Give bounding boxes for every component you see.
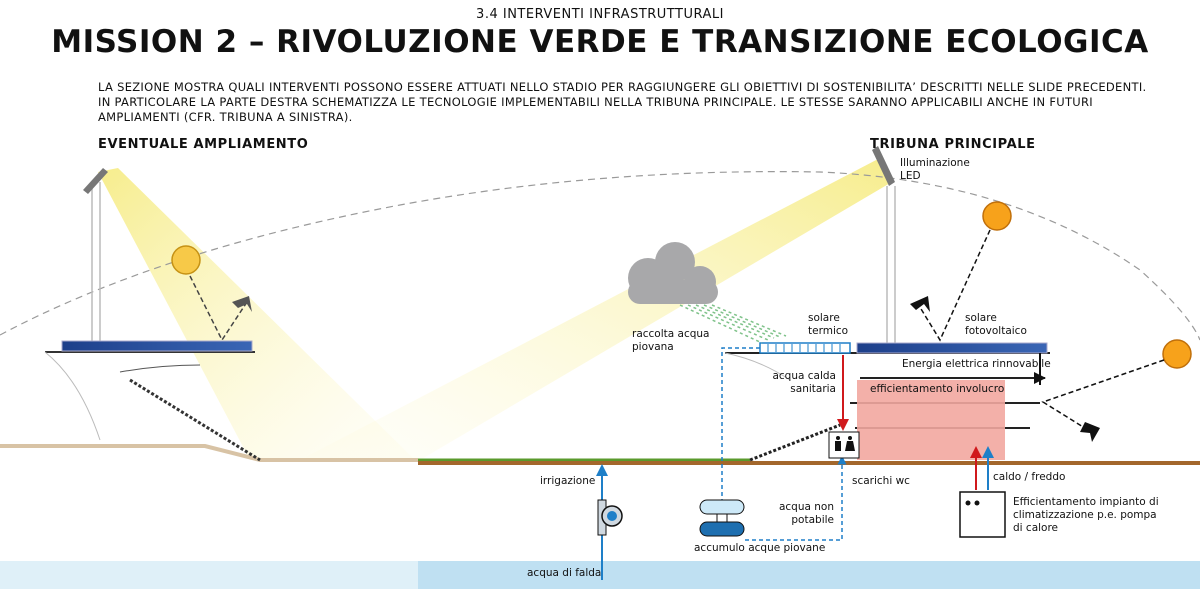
left-stand xyxy=(44,182,261,462)
heat-pump-icon xyxy=(959,491,1006,538)
right-light-fixture xyxy=(872,146,895,186)
page-title: MISSION 2 – RIVOLUZIONE VERDE E TRANSIZI… xyxy=(51,24,1149,60)
ground-left xyxy=(0,444,418,462)
label-solar-thermal: solare termico xyxy=(808,312,849,337)
reflected-arrow-right xyxy=(1080,422,1100,442)
label-non-potable-water: acqua non potabile xyxy=(778,501,834,526)
label-rain-storage: accumulo acque piovane xyxy=(694,542,826,554)
left-stand-panels xyxy=(61,340,253,352)
label-irrigation: irrigazione xyxy=(540,475,596,487)
wc-icon xyxy=(828,431,860,459)
label-groundwater: acqua di falda xyxy=(527,567,602,579)
left-light-fixture xyxy=(83,168,108,194)
aquifer-band xyxy=(0,561,418,589)
light-beam-left xyxy=(98,168,415,460)
sun-path-arc xyxy=(0,171,1200,341)
non-potable-pipe xyxy=(745,455,847,541)
rain-lines xyxy=(679,304,787,344)
sun-icon-right xyxy=(1162,339,1192,369)
solar-thermal-stripes xyxy=(767,344,841,352)
section-label-extension: EVENTUALE AMPLIAMENTO xyxy=(98,137,309,152)
sun-ray-top-right xyxy=(917,229,991,342)
section-label-main-stand: TRIBUNA PRINCIPALE xyxy=(870,137,1036,152)
aquifer-band-right xyxy=(418,561,1200,589)
reflected-arrow-left xyxy=(232,296,252,312)
label-led-lighting: Illuminazione LED xyxy=(900,157,970,182)
sun-icon-top-right xyxy=(982,201,1012,231)
label-renewable-energy: Energia elettrica rinnovabile xyxy=(902,358,1051,370)
label-hot-water: acqua calda sanitaria xyxy=(772,370,836,395)
rain-storage-tank-icon xyxy=(699,499,745,537)
solar-pv-panel xyxy=(856,342,1048,354)
sun-ray-right xyxy=(1041,359,1165,431)
label-rainwater-collection: raccolta acqua piovana xyxy=(632,328,710,353)
light-beam-right xyxy=(300,158,892,460)
label-envelope-efficiency: efficientamento involucro xyxy=(870,383,1005,395)
label-wc-drains: scarichi wc xyxy=(852,475,910,487)
sun-icon-left xyxy=(171,245,201,275)
label-hot-cold: caldo / freddo xyxy=(993,471,1066,483)
section-subtitle: 3.4 INTERVENTI INFRASTRUTTURALI xyxy=(476,7,724,22)
solar-thermal-panel xyxy=(759,342,851,354)
intro-paragraph: LA SEZIONE MOSTRA QUALI INTERVENTI POSSO… xyxy=(98,80,1147,124)
pump-icon xyxy=(597,499,623,536)
label-solar-pv: solare fotovoltaico xyxy=(965,312,1027,337)
reflected-arrow-top-right xyxy=(910,296,930,312)
label-hvac: Efficientamento impianto di climatizzazi… xyxy=(1013,496,1159,534)
rain-cloud-icon xyxy=(628,242,718,304)
rainwater-pipe xyxy=(717,347,760,515)
